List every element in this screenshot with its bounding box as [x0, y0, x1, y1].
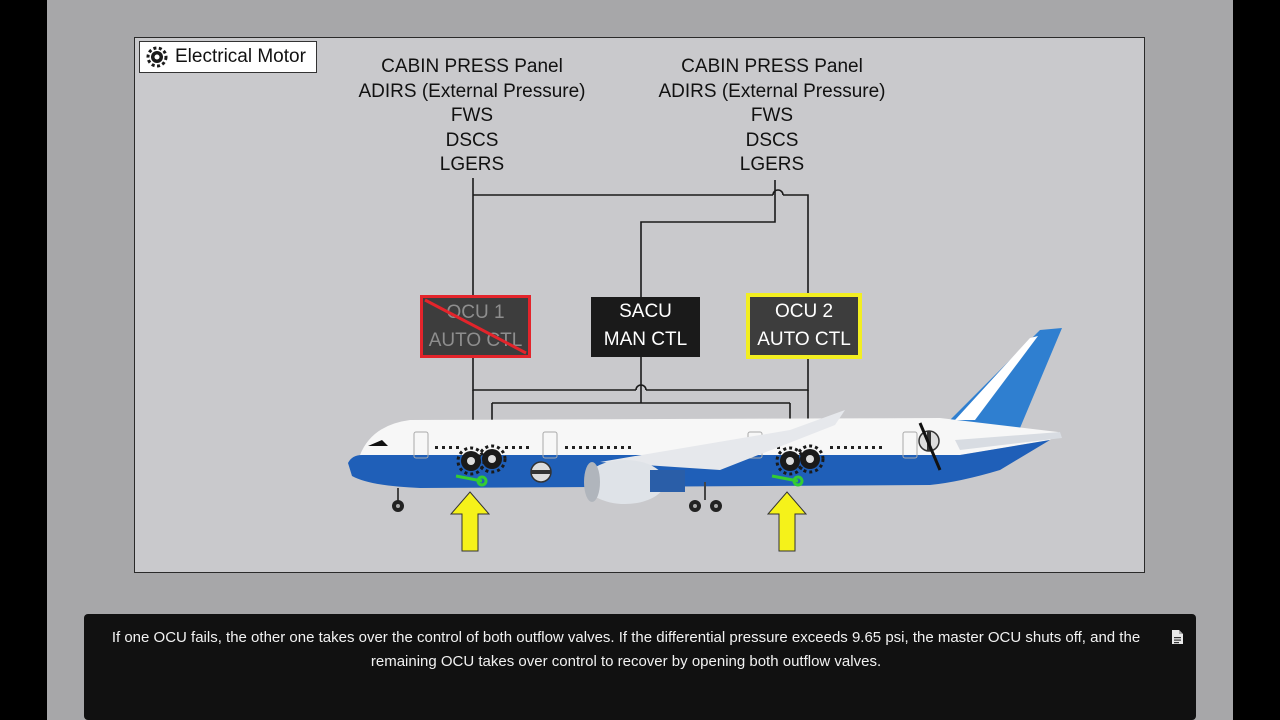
- ocu2-box: OCU 2 AUTO CTL: [746, 293, 862, 359]
- source-label: LGERS: [439, 154, 505, 175]
- sacu-label: SACU: [619, 301, 672, 322]
- sacu-mode: MAN CTL: [603, 329, 688, 350]
- legend-label: Electrical Motor: [175, 46, 306, 67]
- source-label: CABIN PRESS Panel: [681, 56, 863, 77]
- failed-cross-icon: [424, 298, 527, 355]
- wiring: [472, 178, 809, 440]
- caption-panel: If one OCU fails, the other one takes ov…: [84, 614, 1196, 720]
- sources-right: CABIN PRESS Panel ADIRS (External Pressu…: [642, 55, 902, 178]
- ocu2-label: OCU 2: [774, 301, 834, 322]
- sacu-box: SACU MAN CTL: [591, 297, 700, 357]
- airflow-arrows: [449, 491, 808, 552]
- electrical-motor-icon: [146, 46, 168, 68]
- source-label: DSCS: [445, 129, 499, 151]
- outflow-valves: [455, 474, 804, 487]
- source-label: FWS: [450, 105, 494, 126]
- motor-gear-icon: [775, 446, 805, 476]
- source-label: LGERS: [739, 154, 805, 175]
- source-label: DSCS: [745, 129, 799, 151]
- source-label: FWS: [750, 105, 794, 126]
- airflow-arrow-right: [766, 491, 808, 552]
- ocu2-mode: AUTO CTL: [757, 329, 851, 350]
- legend: Electrical Motor: [139, 41, 317, 73]
- motor-gears: [456, 444, 825, 476]
- airflow-arrow-left: [449, 491, 491, 552]
- caption-text: If one OCU fails, the other one takes ov…: [111, 629, 1141, 670]
- document-icon[interactable]: [1171, 629, 1184, 645]
- source-label: ADIRS (External Pressure): [658, 80, 886, 102]
- aircraft-illustration: [348, 328, 1062, 512]
- motor-gear-icon: [795, 444, 825, 474]
- sources-left: CABIN PRESS Panel ADIRS (External Pressu…: [342, 55, 602, 178]
- motor-gear-icon: [477, 444, 507, 474]
- ocu1-mode: AUTO CTL: [428, 330, 523, 351]
- ocu1-box: OCU 1 AUTO CTL: [420, 295, 531, 358]
- source-label: ADIRS (External Pressure): [358, 80, 586, 102]
- source-label: CABIN PRESS Panel: [381, 56, 563, 77]
